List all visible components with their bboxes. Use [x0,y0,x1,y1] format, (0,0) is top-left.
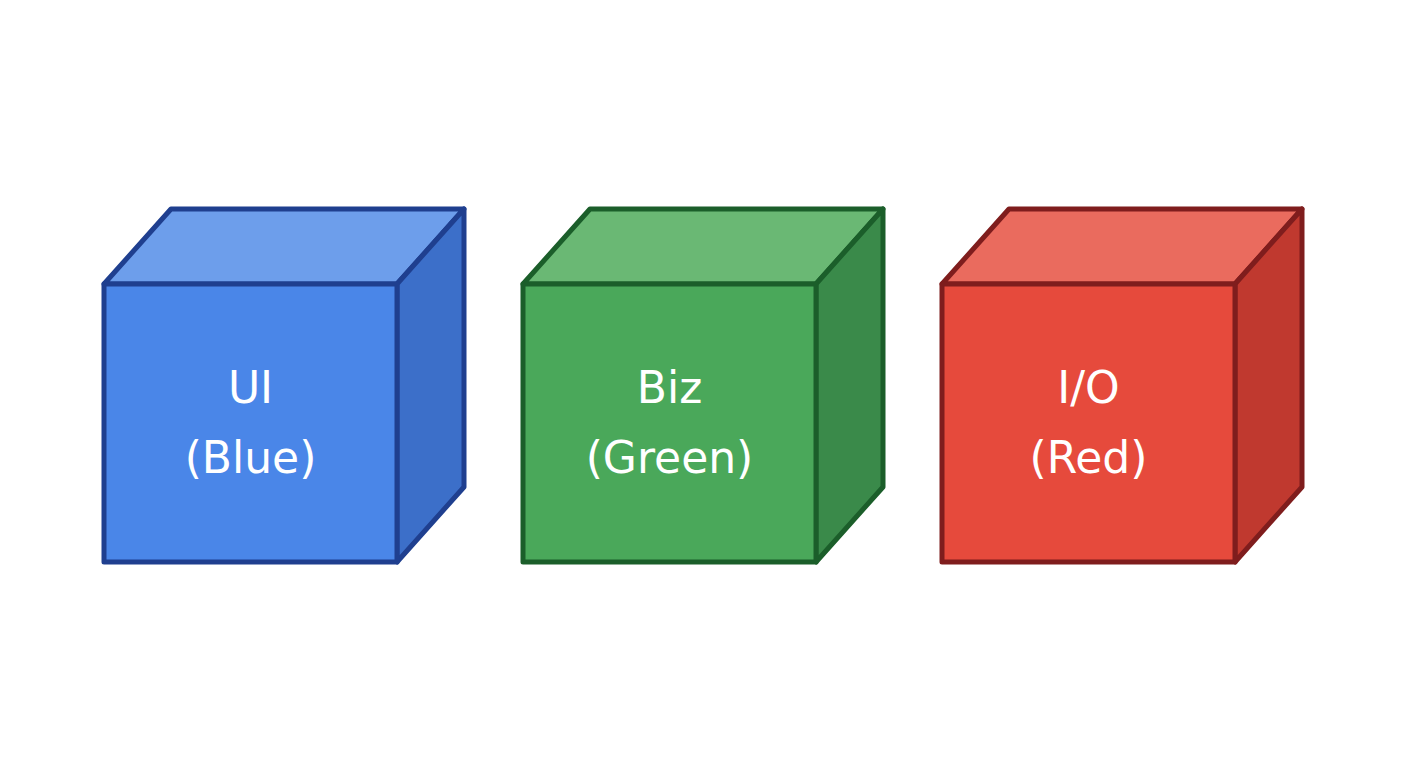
cube-face [1235,209,1302,562]
cube-front: UI(Blue) [110,290,391,556]
cube-face [942,284,1235,562]
cube-outline [939,206,1307,568]
cube-front: Biz(Green) [529,290,810,556]
cube-outline [101,206,469,568]
layer-color: (Blue) [185,423,317,493]
cube-front: I/O(Red) [948,290,1229,556]
layer-name: I/O [1057,353,1119,423]
cube-face [104,284,397,562]
layer-cube: UI(Blue) [101,206,469,568]
cube-face [397,209,464,562]
layer-cube: Biz(Green) [520,206,888,568]
layer-name: Biz [637,353,703,423]
cube-outline [520,206,888,568]
cube-face [816,209,883,562]
layer-color: (Green) [586,423,754,493]
layer-name: UI [228,353,273,423]
layer-cube: I/O(Red) [939,206,1307,568]
layer-color: (Red) [1030,423,1148,493]
cube-face [523,284,816,562]
